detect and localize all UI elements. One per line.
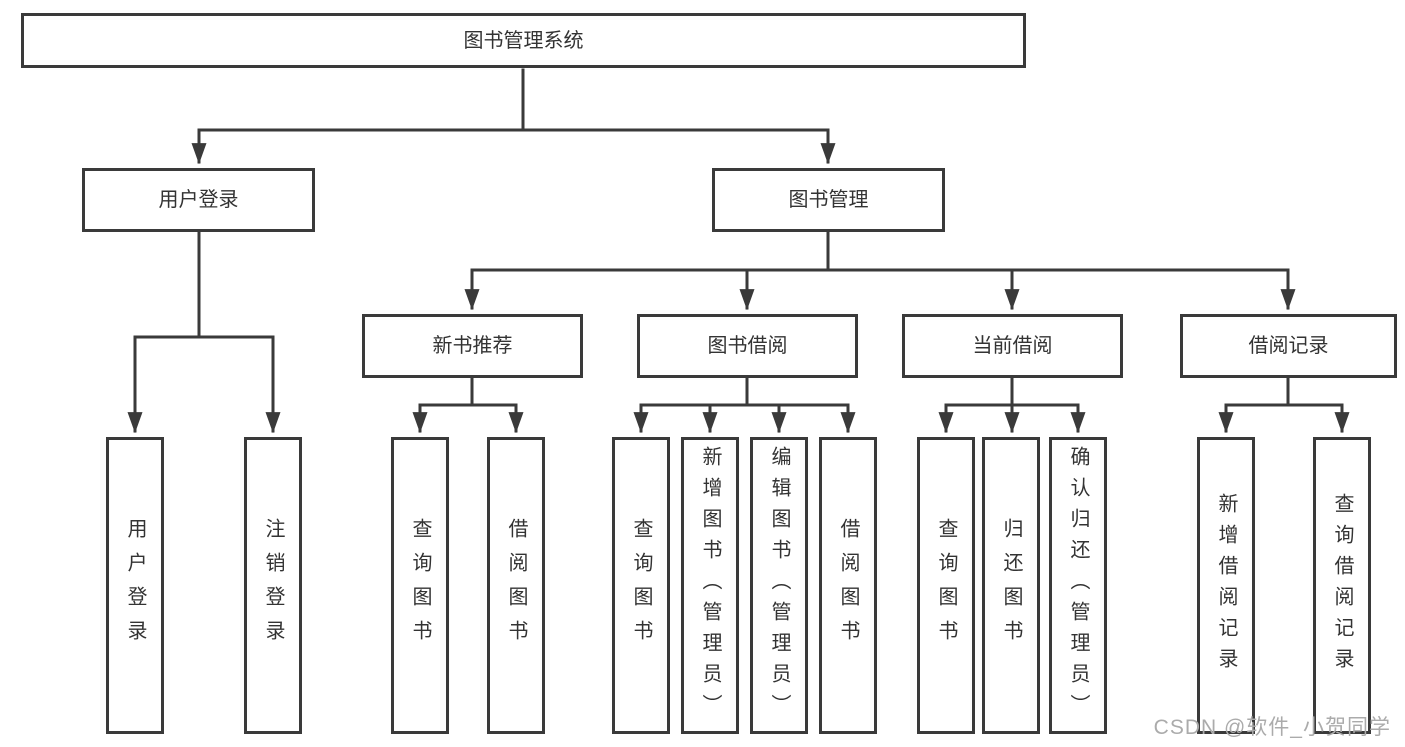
node-new-book-recommend: 新书推荐 [362,314,583,378]
node-borrow-records: 借阅记录 [1180,314,1397,378]
connector-user-login-to-leaves [127,230,281,434]
node-book-management-branch: 图书管理 [712,168,945,232]
connector-root-to-level1 [191,68,836,165]
leaf-newbook-query-books: 查询图书 [391,437,449,734]
node-root-system: 图书管理系统 [21,13,1026,68]
leaf-records-add-record: 新增借阅记录 [1197,437,1255,734]
leaf-user-login: 用户登录 [106,437,164,734]
node-book-borrow: 图书借阅 [637,314,858,378]
connector-book-mgmt-to-level2 [464,230,1296,311]
connector-borrow-records-to-leaves [1218,376,1350,434]
leaf-current-return-books: 归还图书 [982,437,1040,734]
leaf-records-query-record: 查询借阅记录 [1313,437,1371,734]
connector-current-borrow-to-leaves [938,376,1086,434]
leaf-borrow-edit-books-admin: 编辑图书（管理员） [750,437,808,734]
leaf-borrow-add-books-admin: 新增图书（管理员） [681,437,739,734]
leaf-borrow-query-books: 查询图书 [612,437,670,734]
leaf-current-query-books: 查询图书 [917,437,975,734]
leaf-borrow-borrow-books: 借阅图书 [819,437,877,734]
connector-new-book-to-leaves [412,376,524,434]
leaf-current-confirm-return-admin: 确认归还（管理员） [1049,437,1107,734]
connector-book-borrow-to-leaves [633,376,856,434]
leaf-newbook-borrow-books: 借阅图书 [487,437,545,734]
node-user-login-branch: 用户登录 [82,168,315,232]
leaf-logout-login: 注销登录 [244,437,302,734]
node-current-borrow: 当前借阅 [902,314,1123,378]
